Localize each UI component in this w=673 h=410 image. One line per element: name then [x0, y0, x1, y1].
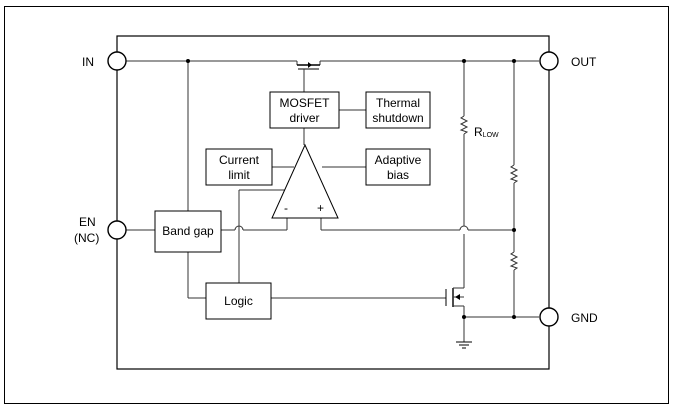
rlow-main: R — [474, 125, 483, 139]
mosfet-driver-line1: MOSFET — [280, 96, 331, 110]
wiring — [126, 60, 539, 342]
amp-minus-label: - — [284, 201, 288, 215]
pin-in — [107, 51, 127, 71]
thermal-shutdown-line2: shutdown — [372, 111, 423, 125]
current-limit-line1: Current — [219, 153, 260, 167]
pin-en-label: EN — [79, 215, 96, 229]
pmos-pass-transistor — [296, 61, 321, 72]
ground-symbol — [456, 341, 472, 349]
thermal-shutdown-block: Thermal shutdown — [365, 91, 431, 129]
outer-frame — [4, 6, 669, 404]
rlow-sub: LOW — [483, 132, 499, 139]
pin-en-alt-label: (NC) — [74, 231, 99, 245]
current-limit-line2: limit — [228, 168, 250, 182]
resistor-divider-top — [509, 164, 519, 184]
pin-en — [107, 220, 127, 240]
nmos-pulldown-transistor — [445, 287, 464, 307]
current-limit-block: Current limit — [205, 148, 273, 186]
logic-label: Logic — [224, 294, 253, 308]
error-amplifier — [271, 143, 339, 219]
adaptive-bias-line2: bias — [387, 168, 409, 182]
pin-gnd — [539, 307, 559, 327]
pin-out — [539, 51, 559, 71]
pin-in-label: IN — [82, 55, 94, 69]
pin-gnd-label: GND — [571, 311, 598, 325]
pin-out-label: OUT — [571, 55, 597, 69]
chip-body — [116, 35, 550, 370]
thermal-shutdown-line1: Thermal — [376, 96, 420, 110]
band-gap-block: Band gap — [154, 210, 222, 253]
resistor-rlow — [459, 115, 469, 135]
band-gap-label: Band gap — [162, 224, 214, 238]
mosfet-driver-block: MOSFET driver — [269, 91, 340, 129]
rlow-label: RLOW — [474, 125, 499, 139]
resistor-divider-bottom — [509, 251, 519, 271]
adaptive-bias-line1: Adaptive — [375, 153, 422, 167]
logic-block: Logic — [205, 282, 272, 320]
junction-dots — [186, 59, 516, 319]
mosfet-driver-line2: driver — [289, 111, 319, 125]
adaptive-bias-block: Adaptive bias — [365, 148, 431, 186]
amp-plus-label: + — [317, 201, 324, 215]
